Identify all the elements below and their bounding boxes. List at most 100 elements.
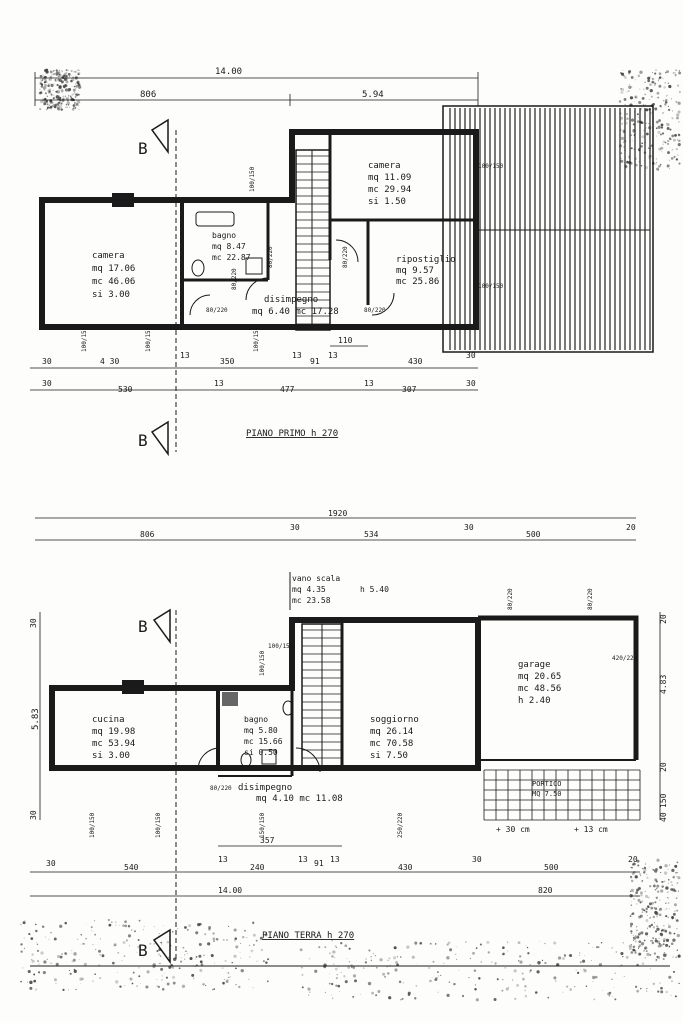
- room-garage: garage mq 20.65 mc 48.56 h 2.40: [518, 660, 561, 706]
- svg-text:30: 30: [464, 523, 474, 532]
- svg-text:13: 13: [292, 351, 302, 360]
- svg-text:si 3.00: si 3.00: [92, 290, 130, 300]
- svg-text:80/220: 80/220: [364, 307, 386, 314]
- svg-text:mq 8.47: mq 8.47: [212, 242, 246, 251]
- svg-text:100/150: 100/150: [259, 650, 266, 676]
- svg-text:80/220: 80/220: [267, 246, 274, 268]
- ground-floor-title: PIANO TERRA h 270: [262, 931, 354, 941]
- upper-walls: [39, 129, 479, 330]
- ground-stairs: [301, 623, 343, 769]
- svg-text:307: 307: [402, 385, 417, 394]
- svg-text:13: 13: [218, 855, 228, 864]
- svg-text:500: 500: [544, 863, 559, 872]
- svg-text:cucina: cucina: [92, 715, 125, 725]
- svg-text:530: 530: [118, 385, 133, 394]
- svg-text:30: 30: [472, 855, 482, 864]
- svg-text:20: 20: [659, 762, 668, 772]
- svg-text:mc 53.94: mc 53.94: [92, 739, 135, 749]
- room-vano-scala: vano scala mq 4.35 mc 23.58 h 5.40: [289, 572, 389, 610]
- svg-text:150: 150: [659, 793, 668, 808]
- svg-text:100/150: 100/150: [478, 163, 504, 170]
- svg-text:PORTICO: PORTICO: [532, 780, 562, 788]
- portico-label: PORTICO MQ 7.50: [532, 780, 562, 798]
- svg-text:mc 25.86: mc 25.86: [396, 277, 439, 287]
- svg-text:91: 91: [310, 357, 320, 366]
- svg-text:garage: garage: [518, 660, 551, 670]
- svg-text:80/220: 80/220: [231, 268, 238, 290]
- svg-text:30: 30: [466, 379, 476, 388]
- svg-text:250/220: 250/220: [397, 812, 404, 838]
- svg-text:80/220: 80/220: [210, 785, 232, 792]
- svg-text:mc 22.87: mc 22.87: [212, 253, 251, 262]
- svg-text:80/220: 80/220: [342, 246, 349, 268]
- svg-text:+ 13 cm: + 13 cm: [574, 825, 608, 834]
- room-camera-2: camera mq 11.09 mc 29.94 si 1.50: [368, 161, 411, 207]
- upper-bottom-dims: 30 4 30 13 350 13 91 13 430 30 30 530 13…: [42, 351, 476, 394]
- svg-text:mc 48.56: mc 48.56: [518, 684, 561, 694]
- svg-text:100/150: 100/150: [249, 166, 256, 192]
- svg-text:mc 29.94: mc 29.94: [368, 185, 411, 195]
- svg-text:30: 30: [42, 357, 52, 366]
- svg-text:80/220: 80/220: [587, 588, 594, 610]
- room-camera-1: camera mq 17.06 mc 46.06 si 3.00: [92, 251, 135, 300]
- svg-text:si 1.50: si 1.50: [368, 197, 406, 207]
- room-disimpegno-upper: disimpegno mq 6.40 mc 17.28: [252, 295, 339, 317]
- svg-text:vano scala: vano scala: [292, 574, 340, 583]
- svg-text:si 7.50: si 7.50: [370, 751, 408, 761]
- svg-text:80/220: 80/220: [507, 588, 514, 610]
- svg-text:477: 477: [280, 385, 295, 394]
- svg-text:mc 46.06: mc 46.06: [92, 277, 135, 287]
- svg-text:240: 240: [250, 863, 265, 872]
- svg-text:13: 13: [330, 855, 340, 864]
- svg-text:13: 13: [364, 379, 374, 388]
- svg-text:500: 500: [526, 530, 541, 539]
- svg-text:350: 350: [220, 357, 235, 366]
- svg-text:mc 15.66: mc 15.66: [244, 737, 283, 746]
- svg-text:1920: 1920: [328, 509, 347, 518]
- svg-text:bagno: bagno: [212, 231, 236, 240]
- svg-text:mq 4.10 mc 11.08: mq 4.10 mc 11.08: [256, 794, 343, 804]
- svg-text:100/150: 100/150: [478, 283, 504, 290]
- svg-text:mq 19.98: mq 19.98: [92, 727, 135, 737]
- svg-text:30: 30: [29, 618, 38, 628]
- svg-text:mq 6.40 mc 17.28: mq 6.40 mc 17.28: [252, 307, 339, 317]
- svg-text:B: B: [138, 617, 148, 636]
- svg-text:30: 30: [29, 810, 38, 820]
- svg-text:si 0.50: si 0.50: [244, 748, 278, 757]
- svg-text:430: 430: [408, 357, 423, 366]
- svg-text:534: 534: [364, 530, 379, 539]
- svg-text:B: B: [138, 139, 148, 158]
- upper-floor-plan: 14.00 806 5.94: [30, 67, 654, 457]
- room-cucina: cucina mq 19.98 mc 53.94 si 3.00: [92, 715, 135, 761]
- upper-floor-title: PIANO PRIMO h 270: [246, 429, 338, 439]
- svg-text:20: 20: [626, 523, 636, 532]
- ground-bottom-dims: 30 540 13 240 13 91 13 430 30 500 20 14.…: [46, 855, 638, 895]
- svg-text:13: 13: [214, 379, 224, 388]
- svg-text:5.83: 5.83: [31, 708, 41, 730]
- svg-text:40: 40: [659, 812, 668, 822]
- svg-text:mc 70.58: mc 70.58: [370, 739, 413, 749]
- svg-text:MQ 7.50: MQ 7.50: [532, 790, 562, 798]
- ground-floor-plan: 1920 806 30 534 30 500 20 vano s: [29, 509, 670, 967]
- upper-stairs: [295, 149, 331, 331]
- svg-text:14.00: 14.00: [218, 886, 242, 895]
- svg-text:mq 20.65: mq 20.65: [518, 672, 561, 682]
- svg-text:30: 30: [46, 859, 56, 868]
- room-bagno-ground: bagno mq 5.80 mc 15.66 si 0.50: [244, 715, 283, 757]
- room-disimpegno-ground: disimpegno mq 4.10 mc 11.08: [238, 783, 343, 804]
- scan-noise: [19, 68, 682, 1002]
- svg-text:100/150: 100/150: [89, 812, 96, 838]
- svg-text:B: B: [138, 431, 148, 450]
- svg-text:mq 11.09: mq 11.09: [368, 173, 411, 183]
- dim-stair-width: 110: [338, 336, 353, 345]
- svg-text:100/150: 100/150: [268, 643, 294, 650]
- svg-text:soggiorno: soggiorno: [370, 715, 419, 725]
- svg-text:disimpegno: disimpegno: [238, 783, 292, 793]
- svg-text:disimpegno: disimpegno: [264, 295, 318, 305]
- ground-walls: [49, 615, 639, 777]
- svg-text:13: 13: [298, 855, 308, 864]
- svg-text:357: 357: [260, 836, 275, 845]
- svg-text:camera: camera: [92, 251, 125, 261]
- svg-text:420/220: 420/220: [612, 655, 638, 662]
